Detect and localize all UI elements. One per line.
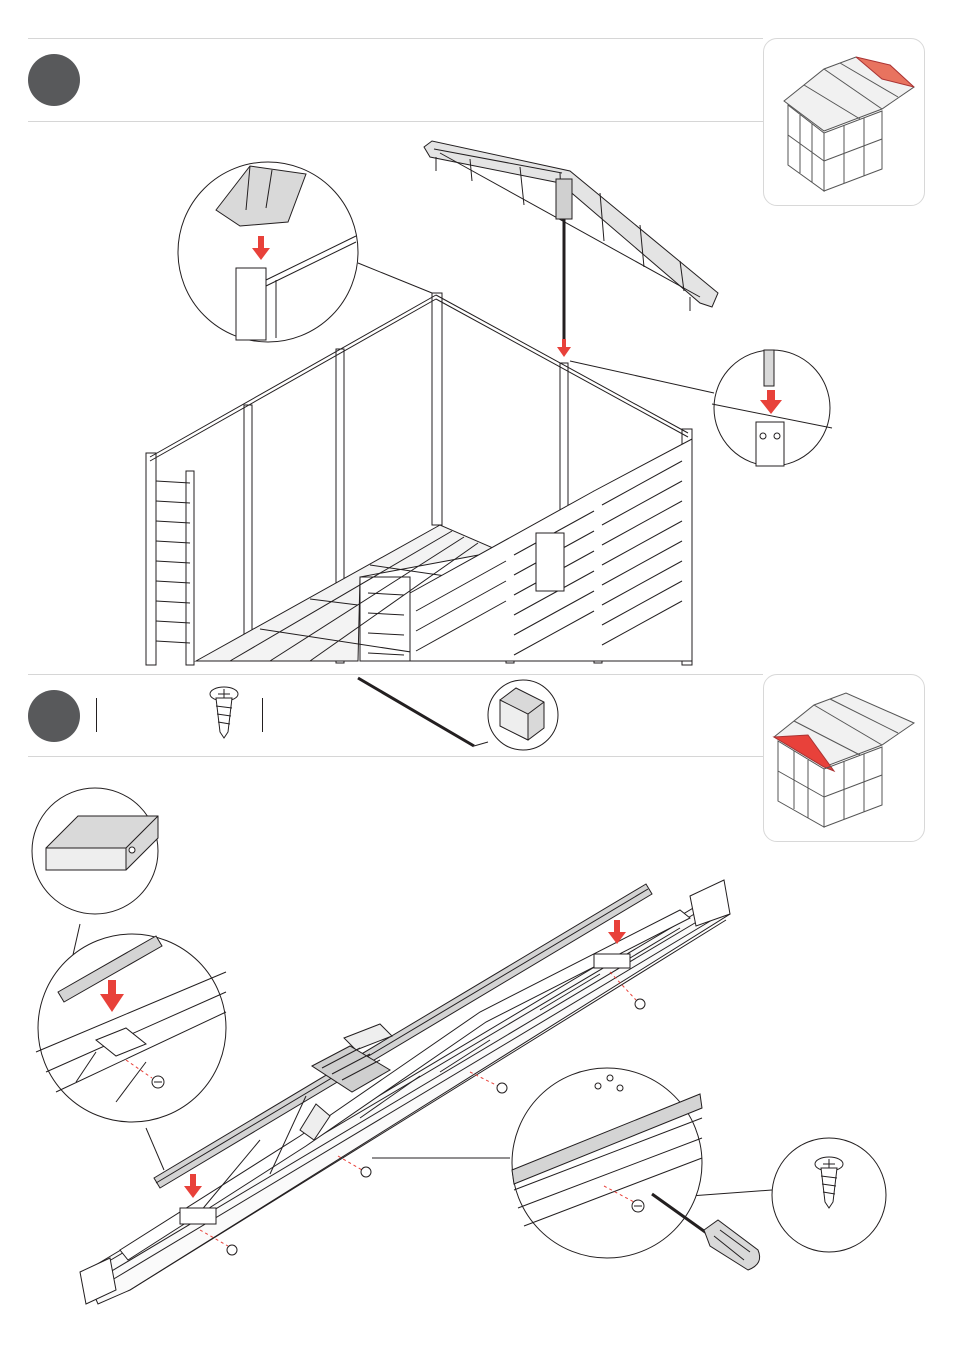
step2-top-rule [28,674,763,675]
profile-hole-detail-circle [30,786,160,916]
shed-walls-frame [146,293,692,665]
step2-number-badge [28,690,80,742]
truss-corner-detail-circle [176,160,360,344]
insert-arrow-icon [557,339,571,357]
roof-gable-truss-icon [424,141,718,341]
shed-overview-icon [764,675,924,841]
part-divider [262,698,263,732]
step2-shed-thumbnail [763,674,925,842]
screwdriver-icon [648,1190,768,1280]
screw-icon [204,684,244,740]
step1-number-badge [28,54,80,106]
part-divider [96,698,97,732]
step2-bottom-rule [28,756,763,757]
step1-top-rule [28,38,763,39]
screw-detail-circle [770,1136,888,1254]
left-bracket-detail-circle [36,932,228,1124]
metal-rod-icon [356,676,480,748]
post-socket-detail-circle [712,348,832,468]
square-profile-detail-icon [486,678,560,752]
